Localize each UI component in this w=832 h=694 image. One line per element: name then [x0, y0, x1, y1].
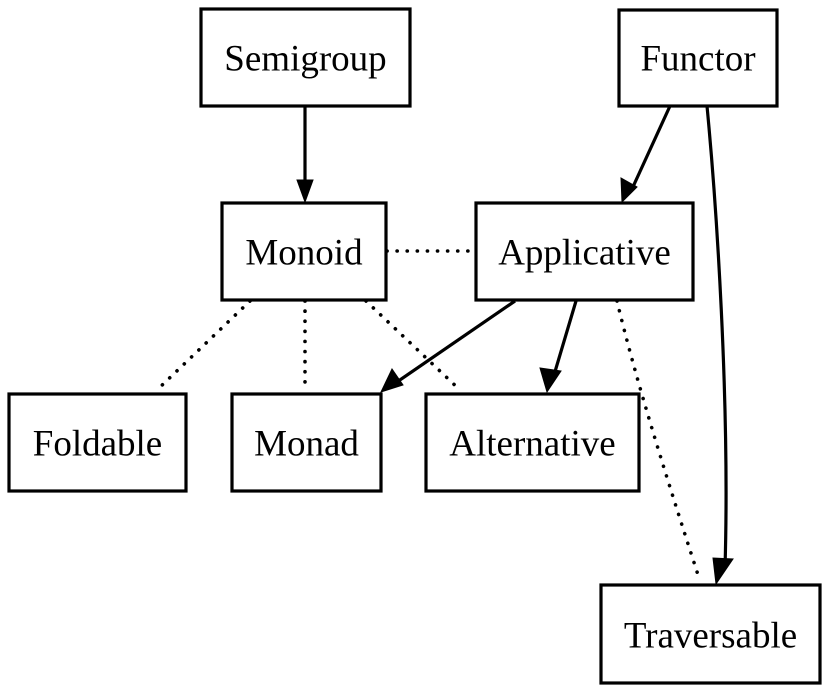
node-box[interactable]: [424, 392, 641, 493]
edge-line: [630, 105, 672, 190]
node-label-alternative: Alternative: [449, 424, 615, 465]
node-label-foldable: Foldable: [33, 424, 162, 465]
node-box[interactable]: [599, 583, 822, 685]
node-semigroup[interactable]: Semigroup: [199, 7, 412, 108]
node-layer: Semigroup Functor Monoid Applicative Fol…: [7, 7, 822, 685]
node-box[interactable]: [220, 201, 388, 302]
node-alternative[interactable]: Alternative: [424, 392, 641, 493]
edge-applicative-traversable: [615, 299, 702, 583]
edge-applicative-monad: [380, 299, 516, 393]
edge-monoid-foldable: [155, 299, 252, 392]
node-box[interactable]: [7, 392, 188, 493]
edge-functor-traversable: [705, 105, 734, 586]
edge-layer: [155, 105, 734, 586]
node-foldable[interactable]: Foldable: [7, 392, 188, 493]
node-monad[interactable]: Monad: [230, 392, 383, 493]
edge-line: [155, 299, 252, 392]
node-box[interactable]: [474, 201, 695, 302]
node-box[interactable]: [617, 8, 779, 108]
node-box[interactable]: [199, 7, 412, 108]
edge-applicative-alternative: [539, 300, 578, 394]
edge-line: [615, 299, 702, 583]
node-label-functor: Functor: [640, 39, 755, 80]
arrowhead-icon: [296, 179, 314, 204]
edge-line: [552, 300, 578, 376]
node-traversable[interactable]: Traversable: [599, 583, 822, 685]
node-label-monoid: Monoid: [245, 233, 363, 274]
arrowhead-icon: [380, 368, 404, 393]
arrowhead-icon: [620, 177, 638, 204]
edge-functor-applicative: [620, 105, 672, 204]
arrowhead-icon: [539, 367, 562, 394]
edge-line: [396, 299, 516, 384]
node-monoid[interactable]: Monoid: [220, 201, 388, 302]
edge-semigroup-monoid: [296, 106, 314, 204]
node-box[interactable]: [230, 392, 383, 493]
node-label-applicative: Applicative: [498, 233, 671, 274]
node-label-monad: Monad: [254, 424, 359, 465]
edge-line: [364, 299, 463, 393]
edge-line: [705, 105, 728, 569]
node-label-semigroup: Semigroup: [224, 39, 386, 80]
node-functor[interactable]: Functor: [617, 8, 779, 108]
edge-monoid-alternative: [364, 299, 463, 393]
node-label-traversable: Traversable: [624, 616, 797, 657]
node-applicative[interactable]: Applicative: [474, 201, 695, 302]
arrowhead-icon: [712, 557, 734, 586]
